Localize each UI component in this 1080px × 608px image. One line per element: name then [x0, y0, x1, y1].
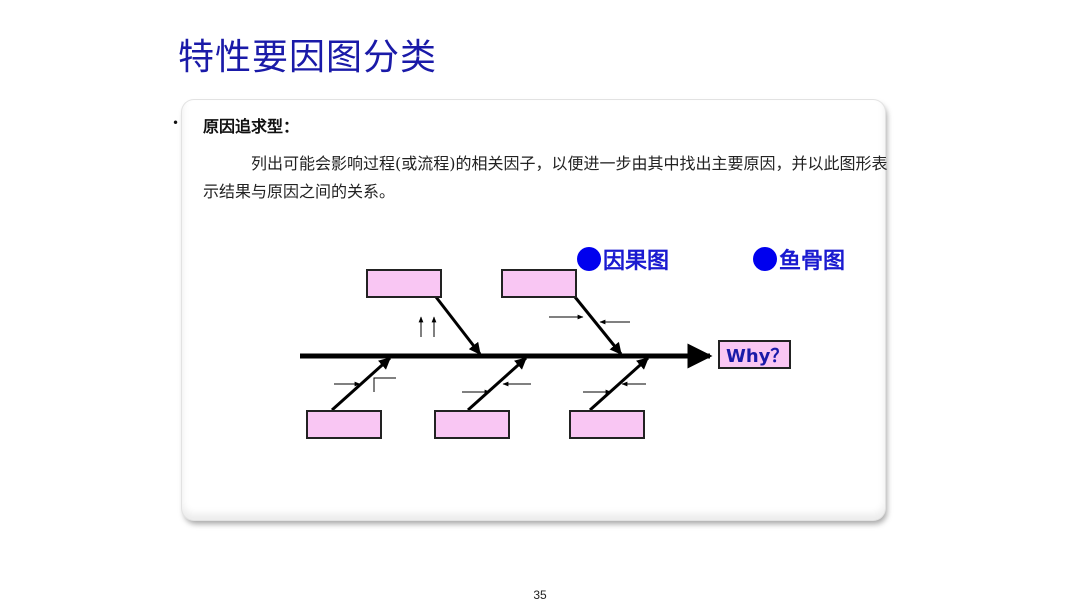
description-paragraph: 列出可能会影响过程(或流程)的相关因子，以便进一步由其中找出主要原因，并以此图形…: [203, 150, 893, 206]
upper-bone-1: [434, 296, 482, 355]
tag-cause-effect-diagram: 因果图: [577, 243, 669, 275]
description-text: 列出可能会影响过程(或流程)的相关因子，以便进一步由其中找出主要原因，并以此图形…: [203, 154, 888, 201]
lower-bone-3: [588, 356, 650, 412]
slide-title: 特性要因图分类: [178, 37, 438, 78]
content-panel: [182, 100, 885, 520]
page-number: 35: [533, 588, 547, 602]
lower-bone-2: [466, 356, 528, 412]
blue-dot-icon: [577, 247, 601, 271]
tag-cause-effect-label: 因果图: [603, 249, 670, 274]
cause-box-lower-2: [434, 410, 510, 439]
bullet-marker: •: [172, 116, 180, 130]
cause-box-upper-1: [366, 269, 442, 298]
upper-bone-2: [573, 296, 623, 355]
lower-bone-1: [330, 356, 392, 412]
tag-fishbone-label: 鱼骨图: [779, 249, 846, 274]
effect-box: Why？: [718, 340, 791, 369]
cause-box-lower-1: [306, 410, 382, 439]
cause-box-upper-2: [501, 269, 577, 298]
blue-dot-icon: [753, 247, 777, 271]
cause-box-lower-3: [569, 410, 645, 439]
effect-label: Why？: [726, 346, 789, 367]
sub-branch-line: [373, 377, 396, 392]
bullet-heading: 原因追求型：: [203, 117, 300, 136]
tag-fishbone-diagram: 鱼骨图: [753, 243, 845, 275]
